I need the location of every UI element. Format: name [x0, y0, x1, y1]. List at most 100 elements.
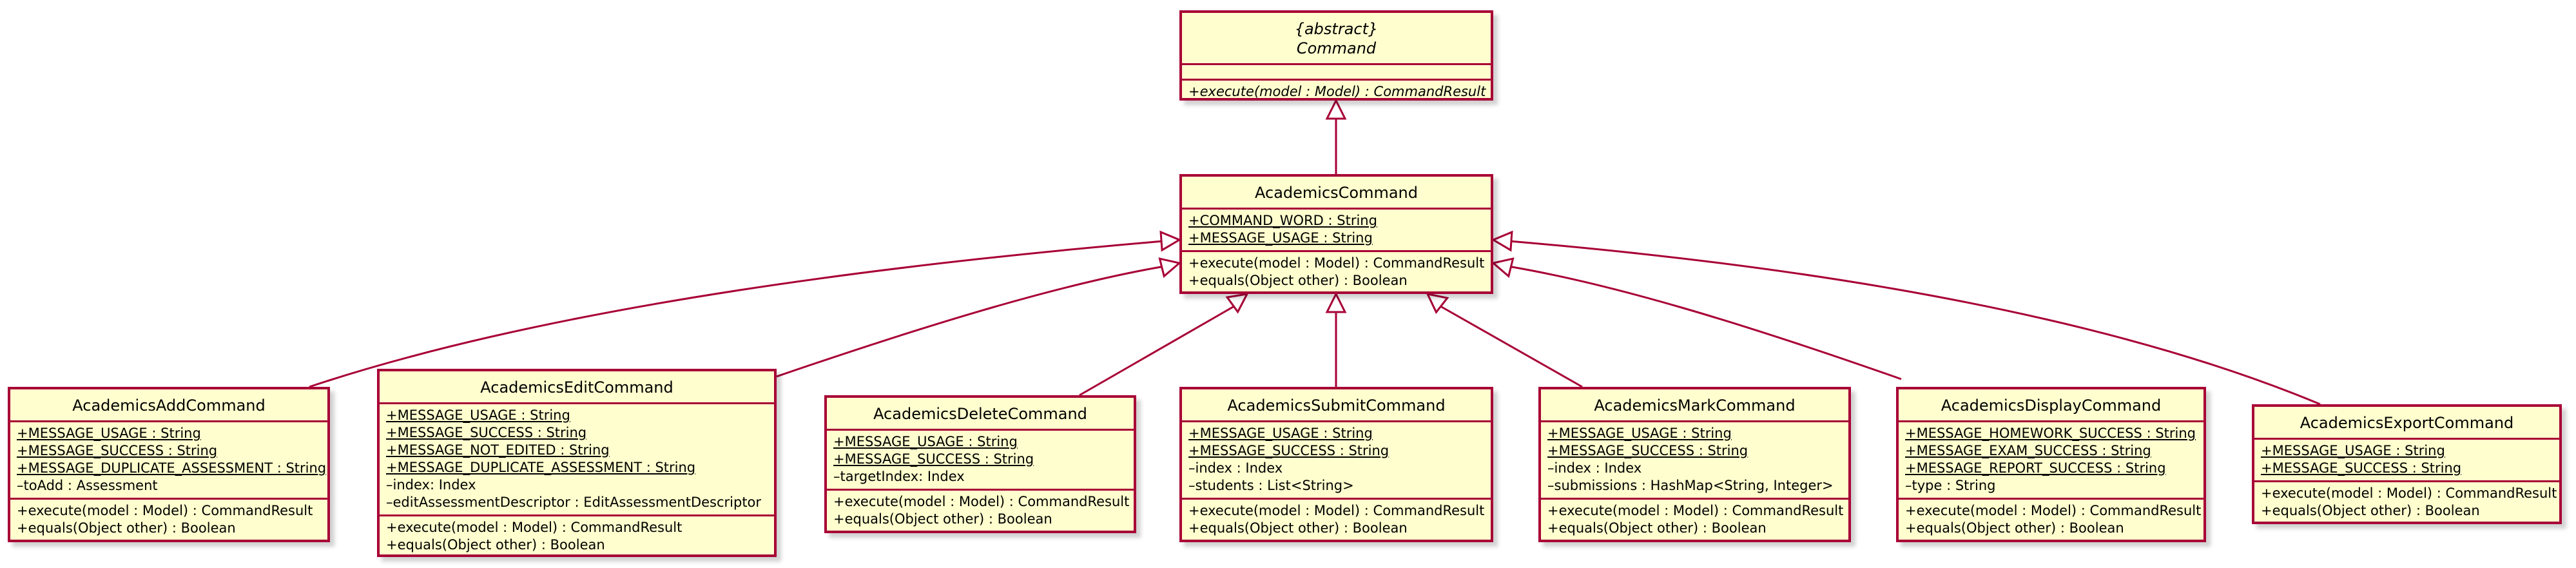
field-row: +MESSAGE_REPORT_SUCCESS : String: [1905, 460, 2166, 476]
edge-add-to-academics: [309, 230, 1182, 388]
field-row: +MESSAGE_USAGE : String: [17, 426, 201, 441]
class-academics-command[interactable]: AcademicsCommand +COMMAND_WORD : String+…: [1179, 174, 1493, 294]
generalization-arrowhead: [1158, 257, 1182, 279]
class-academics-export-command-methods: +execute(model : Model) : CommandResult+…: [2254, 482, 2559, 522]
class-academics-submit-command[interactable]: AcademicsSubmitCommand +MESSAGE_USAGE : …: [1179, 387, 1493, 542]
method-row: +equals(Object other) : Boolean: [17, 520, 236, 536]
method-row: +equals(Object other) : Boolean: [1905, 520, 2124, 536]
field-row: +MESSAGE_USAGE : String: [386, 407, 570, 423]
class-academics-delete-command-methods: +execute(model : Model) : CommandResult +…: [827, 491, 1134, 531]
edge-edit-to-academics: [776, 257, 1182, 378]
class-academics-command-fields: +COMMAND_WORD : String+MESSAGE_USAGE : S…: [1182, 210, 1491, 252]
class-academics-delete-command-fields: +MESSAGE_USAGE : String +MESSAGE_SUCCESS …: [827, 431, 1134, 491]
class-academics-edit-command-header: AcademicsEditCommand: [380, 371, 774, 404]
class-academics-mark-command-fields: +MESSAGE_USAGE : String +MESSAGE_SUCCESS …: [1541, 422, 1848, 500]
generalization-arrowhead: [1159, 230, 1182, 252]
class-academics-add-command-fields: +MESSAGE_USAGE : String +MESSAGE_SUCCESS …: [10, 422, 327, 500]
class-academics-edit-command-fields: +MESSAGE_USAGE : String +MESSAGE_SUCCESS …: [380, 404, 774, 516]
field-row: +MESSAGE_USAGE : String: [833, 434, 1018, 449]
class-academics-mark-command-header: AcademicsMarkCommand: [1541, 389, 1848, 422]
field-row: +MESSAGE_SUCCESS : String: [386, 425, 587, 440]
field-row: +MESSAGE_DUPLICATE_ASSESSMENT : String: [17, 460, 327, 476]
method-row: +equals(Object other) : Boolean: [1547, 520, 1767, 536]
edge-academics-to-command: [1325, 98, 1347, 174]
method-row: +execute(model : Model) : CommandResult: [1188, 84, 1486, 99]
class-academics-delete-command[interactable]: AcademicsDeleteCommand +MESSAGE_USAGE : …: [824, 395, 1136, 533]
class-academics-mark-command[interactable]: AcademicsMarkCommand +MESSAGE_USAGE : St…: [1538, 387, 1851, 542]
field-row: +MESSAGE_DUPLICATE_ASSESSMENT : String: [386, 460, 696, 475]
class-academics-edit-command[interactable]: AcademicsEditCommand +MESSAGE_USAGE : St…: [377, 369, 777, 557]
class-academics-submit-command-header: AcademicsSubmitCommand: [1182, 389, 1491, 422]
class-command-name: Command: [1296, 39, 1377, 57]
method-row: +execute(model : Model) : CommandResult: [1188, 503, 1485, 518]
field-row: –toAdd : Assessment: [17, 478, 158, 493]
field-row: +MESSAGE_USAGE : String: [1547, 426, 1732, 441]
class-academics-command-header: AcademicsCommand: [1182, 177, 1491, 210]
field-row: –index : Index: [1547, 460, 1642, 476]
edge-mark-to-academics: [1426, 292, 1583, 388]
class-academics-submit-command-fields: +MESSAGE_USAGE : String+MESSAGE_SUCCESS …: [1182, 422, 1491, 500]
generalization-arrowhead: [1225, 293, 1249, 314]
field-row: +MESSAGE_USAGE : String: [2261, 443, 2445, 458]
field-row: –index: Index: [386, 477, 476, 493]
class-command-header: {abstract} Command: [1182, 13, 1491, 65]
class-academics-export-command[interactable]: AcademicsExportCommand +MESSAGE_USAGE : …: [2252, 404, 2562, 524]
class-academics-mark-command-name: AcademicsMarkCommand: [1594, 397, 1796, 415]
abstract-stereotype: {abstract}: [1294, 20, 1379, 38]
method-row: +execute(model : Model) : CommandResult: [833, 494, 1130, 509]
class-academics-submit-command-name: AcademicsSubmitCommand: [1227, 397, 1446, 415]
method-row: +execute(model : Model) : CommandResult: [1547, 503, 1844, 518]
field-row: +COMMAND_WORD : String: [1188, 213, 1377, 228]
class-academics-submit-command-methods: +execute(model : Model) : CommandResult +…: [1182, 500, 1491, 540]
generalization-arrowhead: [1491, 257, 1515, 279]
class-command-methods: +execute(model : Model) : CommandResult: [1182, 81, 1491, 99]
class-academics-command-methods: +execute(model : Model) : CommandResult +…: [1182, 252, 1491, 291]
method-row: +equals(Object other) : Boolean: [833, 511, 1052, 527]
method-row: +execute(model : Model) : CommandResult: [1188, 255, 1485, 271]
class-academics-command-name: AcademicsCommand: [1255, 184, 1418, 202]
class-command-fields: [1182, 65, 1491, 81]
edge-submit-to-academics: [1325, 291, 1347, 387]
field-row: –students : List<String>: [1188, 478, 1354, 493]
method-row: +execute(model : Model) : CommandResult: [17, 503, 313, 518]
generalization-arrowhead: [1325, 291, 1347, 313]
field-row: +MESSAGE_SUCCESS : String: [833, 451, 1034, 467]
class-academics-edit-command-name: AcademicsEditCommand: [480, 378, 673, 397]
edge-display-to-academics: [1491, 257, 1902, 380]
class-academics-delete-command-name: AcademicsDeleteCommand: [873, 405, 1087, 423]
class-academics-edit-command-methods: +execute(model : Model) : CommandResult +…: [380, 516, 774, 554]
method-row: +equals(Object other) : Boolean: [1188, 273, 1408, 288]
method-row: +equals(Object other) : Boolean: [386, 537, 605, 553]
method-row: +execute(model : Model) : CommandResult: [386, 520, 683, 535]
class-academics-add-command-header: AcademicsAddCommand: [10, 389, 327, 422]
field-row: +MESSAGE_SUCCESS : String: [1547, 443, 1748, 458]
class-academics-add-command[interactable]: AcademicsAddCommand +MESSAGE_USAGE : Str…: [8, 387, 330, 542]
class-academics-display-command-header: AcademicsDisplayCommand: [1899, 389, 2203, 422]
field-row: –index : Index: [1188, 460, 1283, 476]
field-row: –targetIndex: Index: [833, 469, 965, 484]
field-row: –editAssessmentDescriptor : EditAssessme…: [386, 495, 762, 510]
generalization-arrowhead: [1325, 98, 1347, 120]
method-row: +equals(Object other) : Boolean: [1188, 520, 1408, 536]
class-academics-export-command-header: AcademicsExportCommand: [2254, 407, 2559, 440]
edge-delete-to-academics: [1079, 293, 1249, 397]
method-row: +execute(model : Model) : CommandResult: [1905, 503, 2202, 518]
field-row: +MESSAGE_HOMEWORK_SUCCESS : String: [1905, 426, 2196, 441]
field-row: +MESSAGE_SUCCESS : String: [1188, 443, 1390, 458]
field-row: +MESSAGE_SUCCESS : String: [17, 443, 218, 458]
class-academics-add-command-methods: +execute(model : Model) : CommandResult +…: [10, 500, 327, 540]
generalization-arrowhead: [1491, 230, 1513, 252]
class-academics-display-command[interactable]: AcademicsDisplayCommand +MESSAGE_HOMEWOR…: [1896, 387, 2206, 542]
generalization-arrowhead: [1426, 292, 1449, 315]
edge-export-to-academics: [1491, 230, 2321, 406]
class-academics-add-command-name: AcademicsAddCommand: [72, 397, 266, 415]
class-academics-mark-command-methods: +execute(model : Model) : CommandResult +…: [1541, 500, 1848, 540]
field-row: –submissions : HashMap<String, Integer>: [1547, 478, 1834, 493]
field-row: +MESSAGE_EXAM_SUCCESS : String: [1905, 443, 2151, 458]
class-academics-export-command-fields: +MESSAGE_USAGE : String+MESSAGE_SUCCESS …: [2254, 440, 2559, 482]
field-row: +MESSAGE_NOT_EDITED : String: [386, 442, 610, 458]
class-command[interactable]: {abstract} Command +execute(model : Mode…: [1179, 10, 1493, 101]
field-row: –type : String: [1905, 478, 1996, 493]
class-academics-delete-command-header: AcademicsDeleteCommand: [827, 398, 1134, 431]
